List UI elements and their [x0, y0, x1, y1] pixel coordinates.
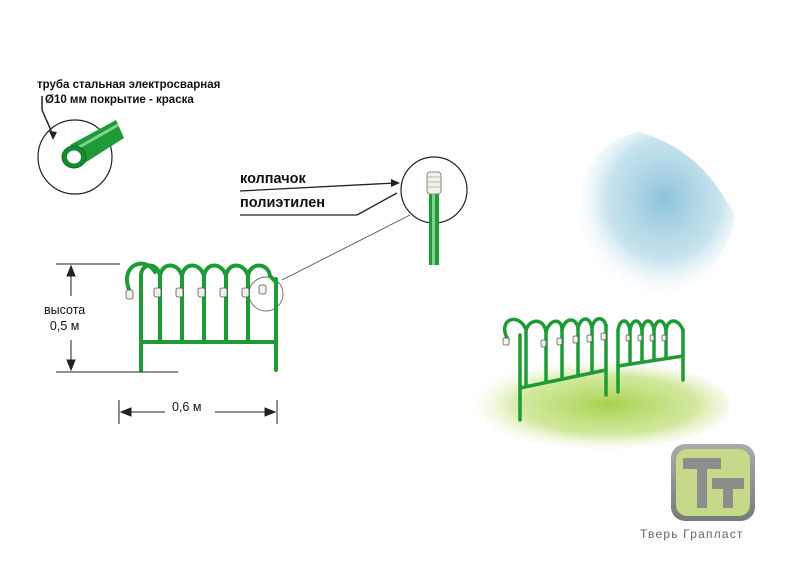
pipe-spec-label: труба стальная электросварная Ø10 мм пок…	[37, 78, 220, 108]
cap-label-line-2: полиэтилен	[240, 195, 326, 211]
height-label: высота 0,5 м	[44, 302, 85, 334]
sky-blob	[577, 132, 735, 300]
company-logo	[671, 444, 755, 521]
cap-label-line-1: колпачок	[240, 171, 306, 187]
width-dimension	[118, 400, 278, 424]
width-label: 0,6 м	[172, 400, 202, 414]
fence-front-view	[125, 261, 278, 372]
height-label-line-1: высота	[44, 303, 86, 317]
company-name: Тверь Грапласт	[640, 527, 744, 541]
pipe-detail-callout	[37, 96, 124, 195]
pipe-spec-line-1: труба стальная электросварная	[37, 79, 221, 91]
fence-caps	[125, 284, 267, 300]
height-dimension	[56, 263, 178, 373]
cap-detail-callout	[239, 156, 468, 265]
pipe-spec-line-2: Ø10 мм покрытие - краска	[45, 94, 194, 106]
fence-perspective-view	[502, 317, 685, 422]
perspective-caps	[502, 332, 667, 348]
height-label-line-2: 0,5 м	[49, 319, 80, 333]
